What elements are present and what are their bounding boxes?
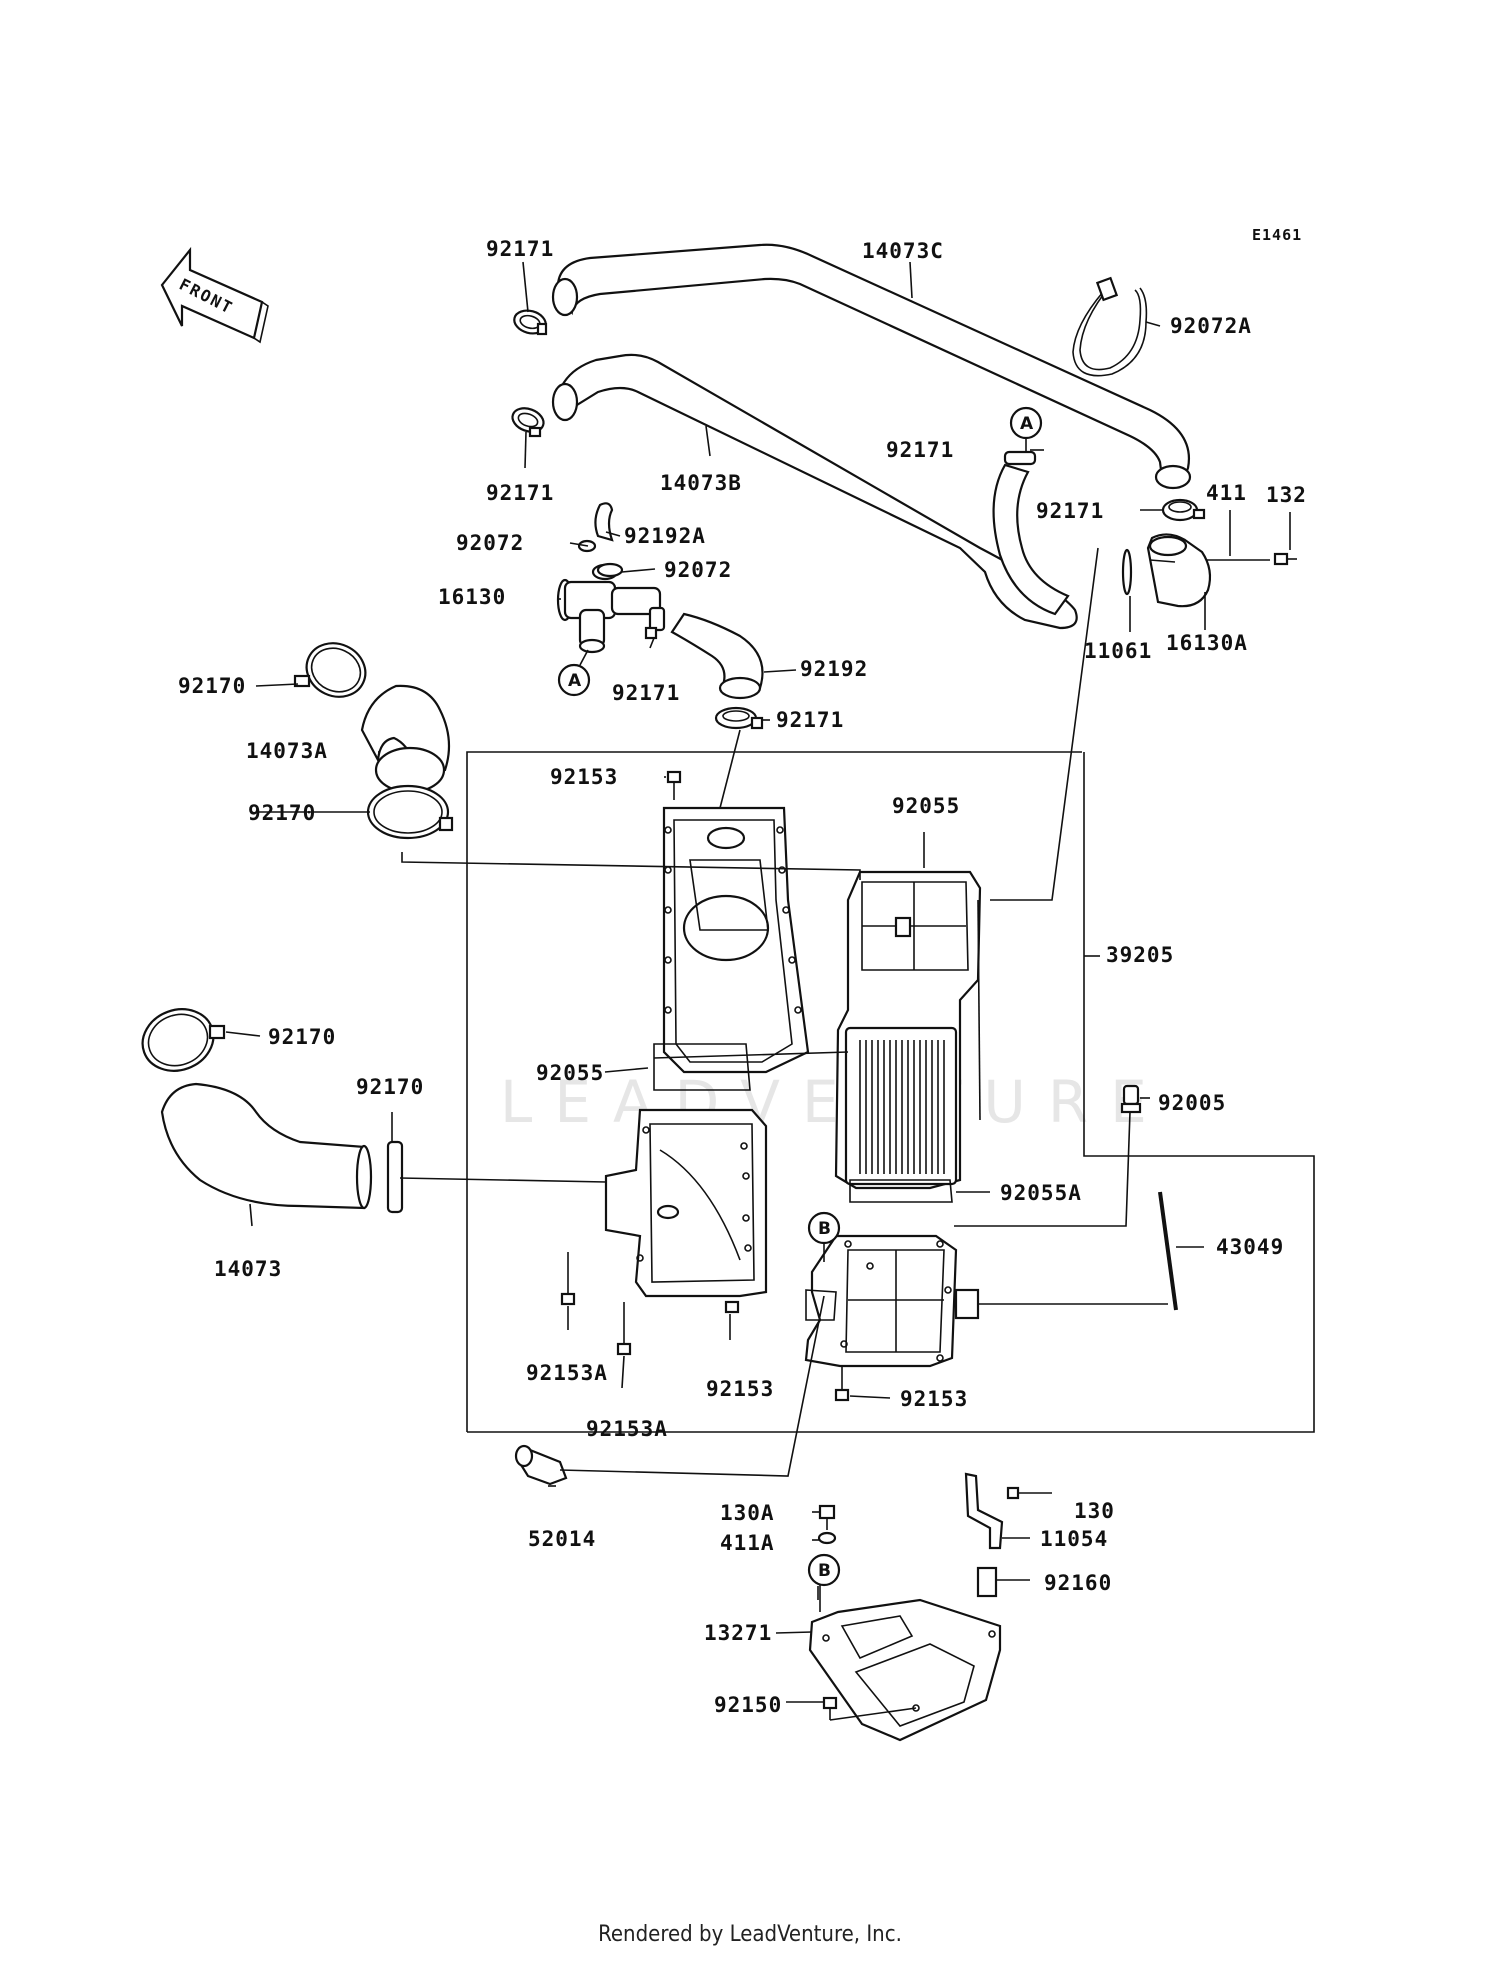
gasket-92055a: [849, 1179, 953, 1203]
callout: 92072A: [1170, 314, 1252, 338]
assembly-frame-39205: [466, 751, 1315, 1433]
strap-92072a: [1072, 276, 1148, 377]
callout: 92170: [268, 1025, 336, 1049]
svg-text:B: B: [818, 1219, 831, 1239]
fitting-92005: [1120, 1084, 1142, 1114]
bracket-11054: [964, 1472, 1020, 1550]
callout: 92153: [900, 1387, 968, 1411]
callout: 92153: [706, 1377, 774, 1401]
callout: 92005: [1158, 1091, 1226, 1115]
callout: 92055: [536, 1061, 604, 1085]
callout: 92072: [456, 531, 524, 555]
washer-411a: [817, 1531, 837, 1545]
ref-marker-a-top: A: [1009, 406, 1043, 452]
leader-lines: [225, 261, 1291, 1721]
callout: 11054: [1040, 1527, 1108, 1551]
callout: 14073A: [246, 739, 328, 763]
callouts: 92171 14073C 92072A 92171 14073B 92171 9…: [178, 237, 1307, 1717]
callout: 130A: [720, 1501, 775, 1525]
callout: 92055A: [1000, 1181, 1082, 1205]
bolt-92153-top: [666, 770, 682, 800]
hose-a-branch: [992, 450, 1070, 616]
callout: 130: [1074, 1499, 1115, 1523]
svg-text:B: B: [818, 1561, 831, 1581]
callout: 14073B: [660, 471, 742, 495]
ref-marker-b-plate: B: [807, 1553, 841, 1587]
callout: 92171: [776, 708, 844, 732]
lower-left-cover: [604, 1108, 768, 1298]
callout: 92170: [356, 1075, 424, 1099]
callout: 92153A: [586, 1417, 668, 1441]
ref-marker-b-tank: B: [807, 1211, 841, 1262]
callout: 92160: [1044, 1571, 1112, 1595]
duct-14073: [160, 1082, 373, 1210]
callout: 92153A: [526, 1361, 608, 1385]
callout: 92171: [486, 481, 554, 505]
callout: 411: [1206, 481, 1247, 505]
callout: 14073: [214, 1257, 282, 1281]
bolt-92153a-left: [560, 1252, 576, 1306]
callout: 92170: [178, 674, 246, 698]
callout: 92150: [714, 1693, 782, 1717]
gasket-92170: [386, 1140, 404, 1214]
hose-92192: [670, 612, 764, 700]
svg-text:A: A: [1020, 414, 1034, 434]
valve-16130: [556, 502, 662, 654]
callout: 92055: [892, 794, 960, 818]
rod-43049: [1158, 1191, 1178, 1311]
hose-14073b: [551, 353, 1078, 630]
callout: 16130: [438, 585, 506, 609]
bolt-130a: [818, 1504, 836, 1530]
gasket-92055: [653, 1043, 751, 1091]
top-cover: [662, 806, 810, 1074]
clamp-92171-bottom: [714, 706, 764, 730]
callout: 52014: [528, 1527, 596, 1551]
callout: 92171: [486, 237, 554, 261]
callout: 92171: [886, 438, 954, 462]
bolt-92150: [822, 1696, 838, 1720]
pad-92160: [976, 1566, 998, 1598]
clamp-92170-1: [293, 642, 367, 698]
ref-marker-a-left: A: [557, 649, 591, 697]
svg-text:A: A: [568, 671, 582, 691]
elbow-16130a: [1121, 533, 1297, 608]
diagram-code: E1461: [1252, 226, 1302, 244]
duct-14073a: [360, 684, 451, 794]
clamp-92170-3: [141, 1008, 226, 1072]
callout: 13271: [704, 1621, 772, 1645]
clamp-92171-mid: [511, 407, 545, 438]
callout: 39205: [1106, 943, 1174, 967]
clamp-92171-right: [1161, 498, 1206, 522]
callout: 92171: [1036, 499, 1104, 523]
callout: 132: [1266, 483, 1307, 507]
bolt-92153-bottom: [834, 1366, 850, 1402]
hose-14073c: [551, 243, 1192, 490]
footer-credit: Rendered by LeadVenture, Inc.: [598, 1922, 902, 1947]
fitting-52014: [514, 1444, 568, 1486]
callout: 92153: [550, 765, 618, 789]
plate-13271: [808, 1598, 1002, 1742]
callout: 92171: [612, 681, 680, 705]
callout: 92192A: [624, 524, 706, 548]
callout: 411A: [720, 1531, 775, 1555]
callout: 92072: [664, 558, 732, 582]
bottom-tank: [804, 1234, 980, 1368]
clamp-92171-top: [513, 309, 548, 336]
clamp-92170-2: [366, 784, 454, 840]
callout: 92192: [800, 657, 868, 681]
watermark-text: LEADVENTURE: [500, 1068, 1169, 1136]
callout: 43049: [1216, 1235, 1284, 1259]
clamp-92171-valve: [644, 606, 666, 640]
callout: 14073C: [862, 239, 944, 263]
intercooler-core: [834, 870, 982, 1190]
bolt-92153-mid: [724, 1300, 740, 1314]
callout: 92170: [248, 801, 316, 825]
front-arrow-icon: FRONT: [160, 246, 269, 344]
bolt-92153a-center: [616, 1302, 632, 1356]
callout: 11061: [1084, 639, 1152, 663]
callout: 16130A: [1166, 631, 1248, 655]
